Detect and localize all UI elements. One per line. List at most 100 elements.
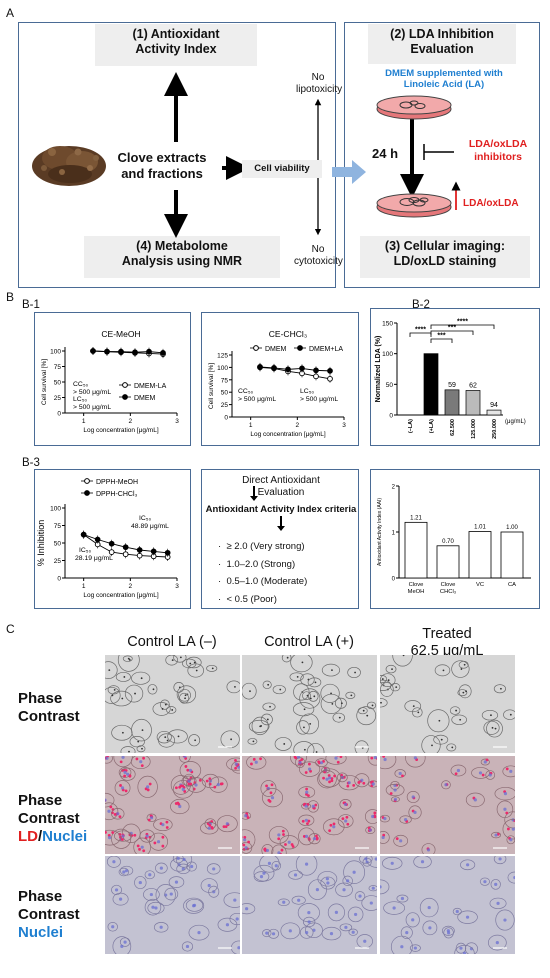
- cell-outline: [408, 805, 422, 820]
- cell-outline: [186, 861, 197, 872]
- data-point: [313, 373, 319, 380]
- cell-outline: [153, 818, 173, 832]
- cell-dot: [463, 663, 466, 666]
- nucleus: [207, 826, 211, 830]
- data-point: [90, 348, 96, 354]
- y-tick-label: 0: [57, 411, 61, 418]
- nucleus: [399, 839, 403, 843]
- lipid-droplet: [252, 757, 256, 761]
- cell-dot: [465, 690, 468, 693]
- cell-outline: [153, 922, 169, 933]
- cell-dot: [164, 736, 167, 739]
- micrograph-image: [380, 655, 515, 753]
- nucleus: [428, 926, 432, 930]
- cell-outline: [434, 664, 451, 677]
- nucleus: [267, 861, 272, 865]
- cell-dot: [331, 702, 334, 705]
- lipid-droplet: [265, 784, 268, 788]
- cell-dot: [211, 667, 214, 670]
- lipid-droplet: [128, 774, 132, 778]
- data-point: [327, 375, 333, 382]
- chart-title: CE-MeOH: [101, 329, 140, 339]
- cell-outline: [271, 844, 287, 854]
- nucleus: [369, 901, 373, 905]
- nucleus: [364, 857, 368, 861]
- nucleus: [244, 846, 248, 850]
- nucleus: [411, 795, 415, 799]
- cell-outline: [485, 770, 496, 780]
- cell-outline: [455, 942, 467, 954]
- no-lipo-line1: No: [311, 72, 325, 83]
- nucleus: [373, 756, 377, 760]
- cell-dot: [315, 751, 318, 753]
- cell-outline: [165, 655, 178, 666]
- cell-outline: [412, 707, 423, 718]
- nucleus: [270, 796, 275, 800]
- cell-outline: [112, 936, 132, 954]
- significance-label: ****: [415, 327, 426, 334]
- lipid-droplet: [148, 835, 152, 839]
- cell-outline: [302, 916, 316, 928]
- cell-outline: [112, 892, 129, 906]
- micrograph-cells: [242, 655, 377, 753]
- lipid-droplet: [263, 848, 267, 851]
- legend-marker: [84, 490, 90, 496]
- nucleus: [511, 827, 515, 831]
- lipid-droplet: [147, 818, 151, 822]
- cell-outline: [259, 856, 280, 873]
- y-tick-label: 100: [382, 351, 393, 358]
- legend-marker: [297, 345, 303, 351]
- cell-outline: [321, 663, 341, 677]
- bar: [465, 390, 481, 416]
- lipid-droplet: [119, 760, 123, 764]
- cell-dot: [460, 668, 463, 670]
- series-line: [259, 366, 331, 372]
- cell-dot: [380, 701, 382, 704]
- panel-b3-label: B-3: [22, 457, 40, 469]
- legend-label: DMEM-LA: [134, 383, 167, 390]
- cell-outline: [495, 909, 515, 931]
- cell-dot: [123, 676, 126, 678]
- lipid-droplet: [189, 782, 193, 786]
- chart-title: CE-CHCl₃: [269, 329, 307, 339]
- cell-outline: [382, 856, 403, 870]
- row2-line1: Phase: [18, 792, 63, 809]
- nucleus: [307, 911, 311, 915]
- y-tick-label: 75: [54, 364, 62, 371]
- cell-outline: [306, 743, 325, 753]
- lipid-droplet: [242, 843, 246, 847]
- annotation: CC₅₀: [238, 388, 254, 395]
- cell-outline: [339, 799, 352, 810]
- cell-outline: [396, 894, 409, 903]
- legend-label: DPPH-CHCl₃: [96, 491, 138, 498]
- nucleus: [225, 822, 229, 826]
- x-tick-label: 2: [129, 418, 133, 425]
- lipid-droplet: [281, 829, 285, 833]
- cell-outline: [317, 770, 337, 789]
- cell-outline: [441, 925, 455, 936]
- cell-outline: [342, 875, 353, 886]
- bar-data-label: 59: [448, 382, 456, 389]
- nucleus: [277, 833, 281, 837]
- data-point: [118, 348, 124, 355]
- lipid-droplet: [234, 758, 237, 762]
- cell-dot: [387, 679, 390, 682]
- cell-dot: [296, 675, 299, 678]
- cell-outline: [302, 691, 311, 700]
- micrograph-cells: [106, 856, 240, 954]
- row1-line2: Contrast: [18, 708, 80, 725]
- nucleus: [413, 756, 417, 760]
- cell-dot: [234, 685, 236, 688]
- cell-outline: [390, 683, 401, 692]
- micrograph-cells: [242, 756, 377, 854]
- cell-dot: [354, 671, 356, 674]
- cell-viability-label: Cell viability: [242, 160, 322, 178]
- time-24h: 24 h: [372, 146, 399, 161]
- cell-dot: [509, 713, 512, 716]
- annotation: LC₅₀: [73, 396, 87, 403]
- cell-dot: [184, 697, 186, 700]
- cell-outline: [383, 901, 406, 915]
- nucleus: [116, 812, 120, 816]
- cell-dot: [252, 740, 255, 743]
- nucleus: [207, 883, 211, 888]
